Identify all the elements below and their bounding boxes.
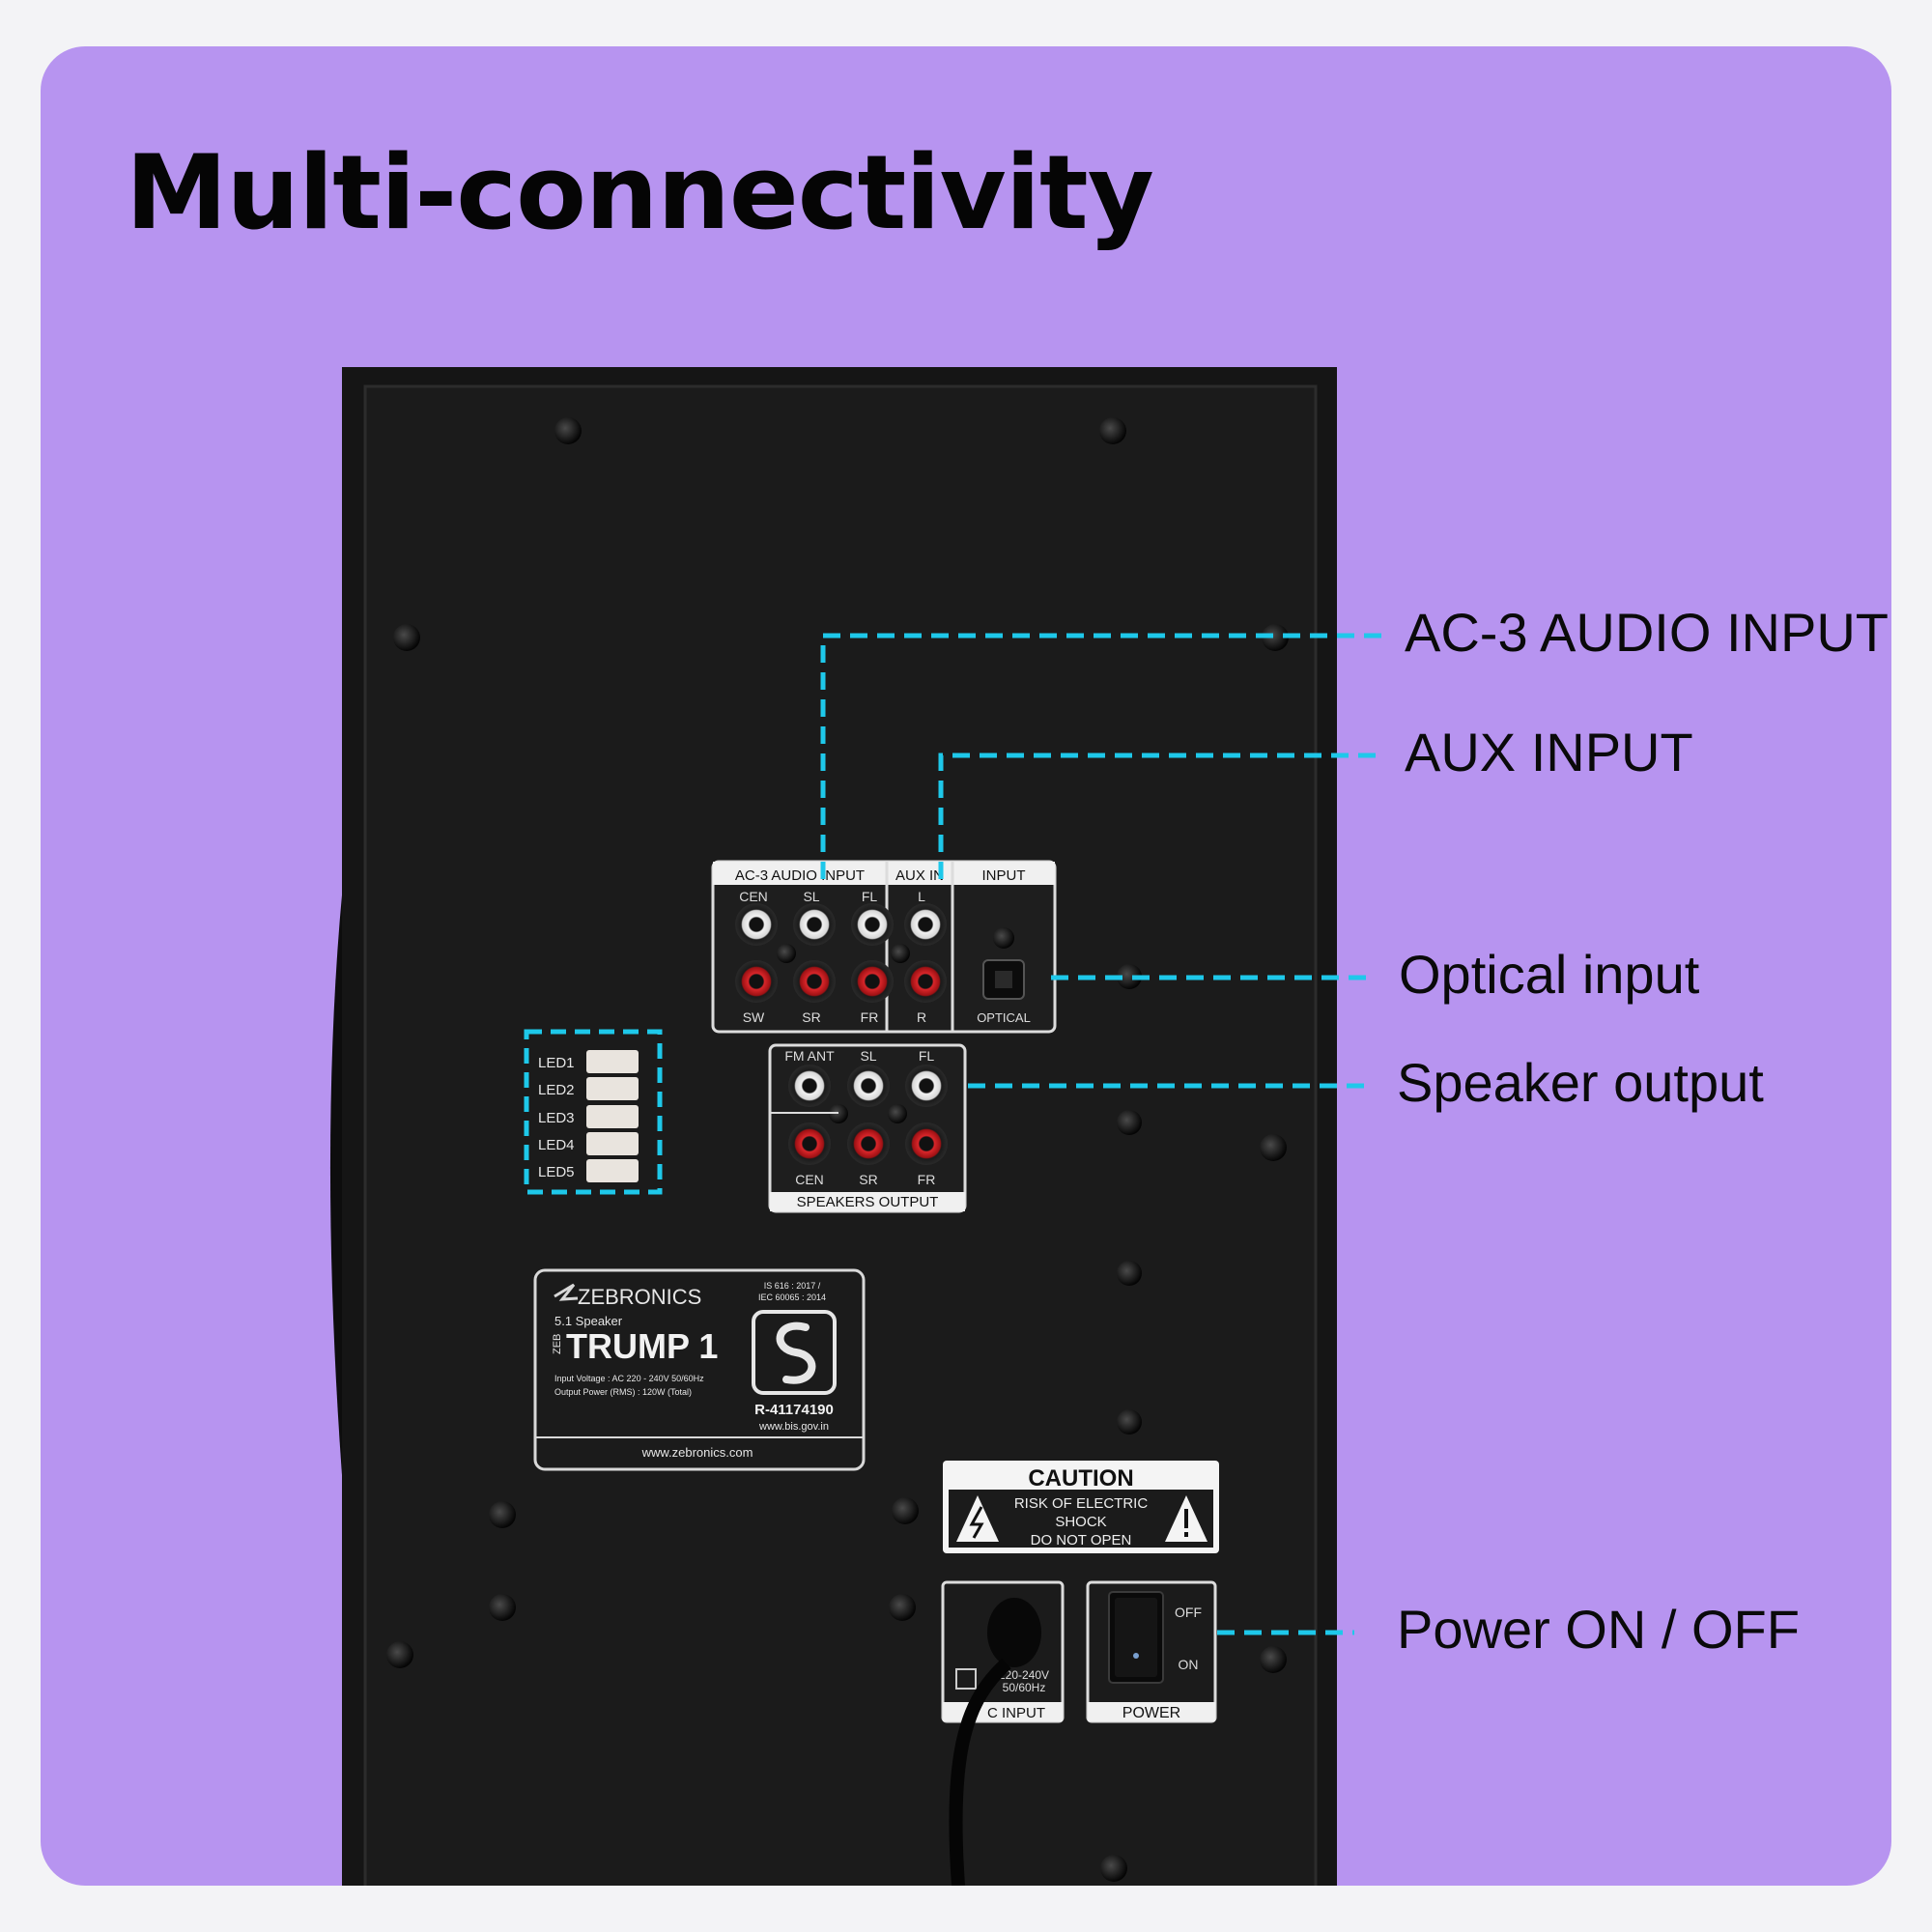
ac-input-socket: 220-240V 50/60Hz C INPUT (941, 1580, 1065, 1886)
input-panel: AC-3 AUDIO INPUT AUX IN INPUT CEN SL FL … (711, 860, 1057, 1034)
label-model: TRUMP 1 (566, 1326, 718, 1366)
power-plug[interactable] (987, 1598, 1041, 1667)
rca-jack-sl[interactable] (793, 903, 836, 946)
speaker-output-panel: FM ANT SL FL CEN SR FR SPEAKERS OUTPUT (768, 1043, 967, 1213)
callout-power-on-off: Power ON / OFF (1397, 1599, 1800, 1660)
led2-port[interactable] (586, 1077, 639, 1100)
callout-aux-input: AUX INPUT (1405, 722, 1693, 782)
led4-label: LED4 (538, 1137, 575, 1153)
spk-label-sl: SL (860, 1048, 876, 1064)
callout-speaker-output: Speaker output (1397, 1052, 1764, 1113)
led1-label: LED1 (538, 1055, 575, 1071)
spk-jack-fr[interactable] (905, 1122, 948, 1165)
ac-input-label: C INPUT (987, 1705, 1045, 1721)
spk-jack-fmant[interactable] (788, 1065, 831, 1107)
led3-label: LED3 (538, 1110, 575, 1126)
caution-line-2: SHOCK (1055, 1514, 1106, 1530)
label-type: 5.1 Speaker (554, 1314, 623, 1328)
power-cable (949, 1658, 1011, 1886)
power-label: POWER (1122, 1705, 1180, 1721)
input-header: INPUT (982, 867, 1026, 884)
rca-jack-fr[interactable] (851, 960, 894, 1003)
brand-logo-icon (554, 1283, 579, 1301)
screws (386, 417, 1289, 1882)
spk-jack-fl[interactable] (905, 1065, 948, 1107)
label-standard-1: IS 616 : 2017 / (764, 1281, 821, 1291)
ac3-label-sl: SL (803, 889, 819, 904)
label-prefix: ZEB (552, 1334, 563, 1354)
caution-line-3: DO NOT OPEN (1031, 1532, 1132, 1548)
label-standard-2: IEC 60065 : 2014 (758, 1293, 826, 1302)
ac3-label-sr: SR (802, 1009, 820, 1025)
caution-line-1: RISK OF ELECTRIC (1014, 1495, 1149, 1512)
callout-line-ac3 (820, 633, 1383, 879)
label-bis-site: www.bis.gov.in (758, 1421, 829, 1433)
spk-jack-cen[interactable] (788, 1122, 831, 1165)
spk-label-sr: SR (859, 1172, 877, 1187)
power-switch-panel: OFF ON POWER (1086, 1580, 1217, 1723)
label-reg: R-41174190 (754, 1402, 834, 1418)
callout-ac3-audio-input: AC-3 AUDIO INPUT (1405, 602, 1889, 663)
spk-jack-sr[interactable] (847, 1122, 890, 1165)
headline: Multi-connectivity (126, 133, 1154, 252)
led2-label: LED2 (538, 1082, 575, 1098)
ac-rating-1: 220-240V (999, 1668, 1049, 1682)
switch-off-label: OFF (1175, 1605, 1202, 1620)
speaker-rear-view: AC-3 AUDIO INPUT AUX IN INPUT CEN SL FL … (329, 367, 1383, 1886)
rca-jack-cen[interactable] (735, 903, 778, 946)
led5-port[interactable] (586, 1159, 639, 1182)
callout-optical-input: Optical input (1399, 944, 1700, 1005)
shock-warning-icon (956, 1495, 999, 1542)
optical-label: OPTICAL (977, 1010, 1031, 1025)
led5-label: LED5 (538, 1164, 575, 1180)
spk-label-fl: FL (919, 1048, 935, 1064)
rca-jack-aux-r[interactable] (904, 960, 947, 1003)
led3-port[interactable] (586, 1105, 639, 1128)
spk-jack-sl[interactable] (847, 1065, 890, 1107)
spk-label-fmant: FM ANT (784, 1048, 835, 1064)
led1-port[interactable] (586, 1050, 639, 1073)
aux-label-l: L (918, 889, 925, 904)
bis-logo-icon (752, 1310, 837, 1395)
ac3-label-fr: FR (861, 1009, 879, 1025)
label-website: www.zebronics.com (641, 1445, 753, 1460)
ac3-label-sw: SW (743, 1009, 765, 1025)
label-power: Output Power (RMS) : 120W (Total) (554, 1387, 692, 1397)
rca-jack-fl[interactable] (851, 903, 894, 946)
caution-title: CAUTION (1028, 1465, 1133, 1492)
rca-jack-aux-l[interactable] (904, 903, 947, 946)
aux-label-r: R (917, 1009, 926, 1025)
label-brand: ZEBRONICS (578, 1285, 701, 1309)
label-voltage: Input Voltage : AC 220 - 240V 50/60Hz (554, 1374, 704, 1383)
rca-jack-sr[interactable] (793, 960, 836, 1003)
spk-label-fr: FR (918, 1172, 936, 1187)
led4-port[interactable] (586, 1132, 639, 1155)
aux-header: AUX IN (895, 867, 944, 884)
ac3-label-fl: FL (862, 889, 878, 904)
product-label-plate: ZEBRONICS IS 616 : 2017 / IEC 60065 : 20… (533, 1268, 866, 1471)
led-connector-block: LED1 LED2 LED3 LED4 LED5 (524, 1029, 663, 1195)
switch-on-label: ON (1179, 1657, 1199, 1672)
spk-footer: SPEAKERS OUTPUT (797, 1194, 939, 1210)
caution-label: CAUTION RISK OF ELECTRIC SHOCK DO NOT OP… (943, 1461, 1219, 1553)
rca-jack-sw[interactable] (735, 960, 778, 1003)
callout-lines (820, 633, 1383, 1635)
ac-rating-2: 50/60Hz (1003, 1681, 1046, 1694)
spk-label-cen: CEN (795, 1172, 824, 1187)
callout-line-aux (938, 753, 1383, 879)
ac3-label-cen: CEN (739, 889, 768, 904)
ac3-header: AC-3 AUDIO INPUT (735, 867, 865, 884)
product-feature-card: Multi-connectivity (41, 46, 1891, 1886)
